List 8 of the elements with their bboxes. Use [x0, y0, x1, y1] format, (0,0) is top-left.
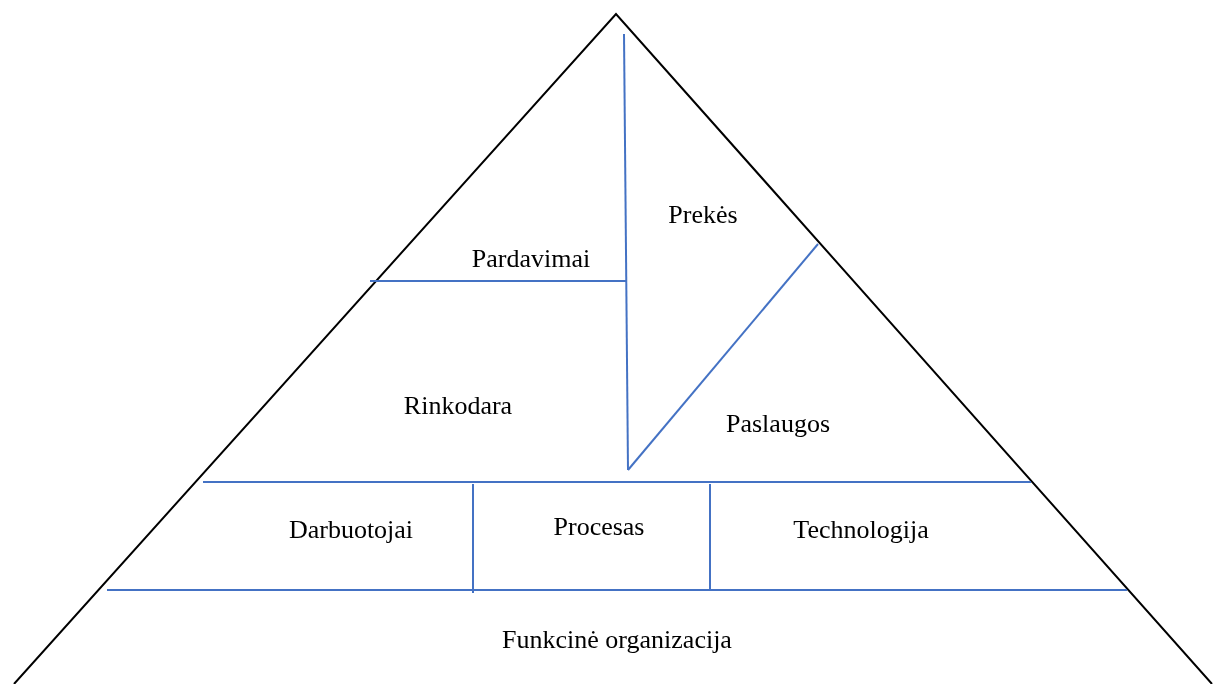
section-label: Procesas [553, 512, 645, 542]
section-label: Pardavimai [471, 244, 591, 274]
section-label: Paslaugos [726, 409, 830, 439]
section-label: Technologija [793, 515, 929, 545]
section-label: Rinkodara [403, 391, 513, 421]
section-label: Prekės [668, 200, 738, 230]
section-label: Darbuotojai [288, 515, 414, 545]
section-label: Funkcinė organizacija [502, 625, 732, 655]
